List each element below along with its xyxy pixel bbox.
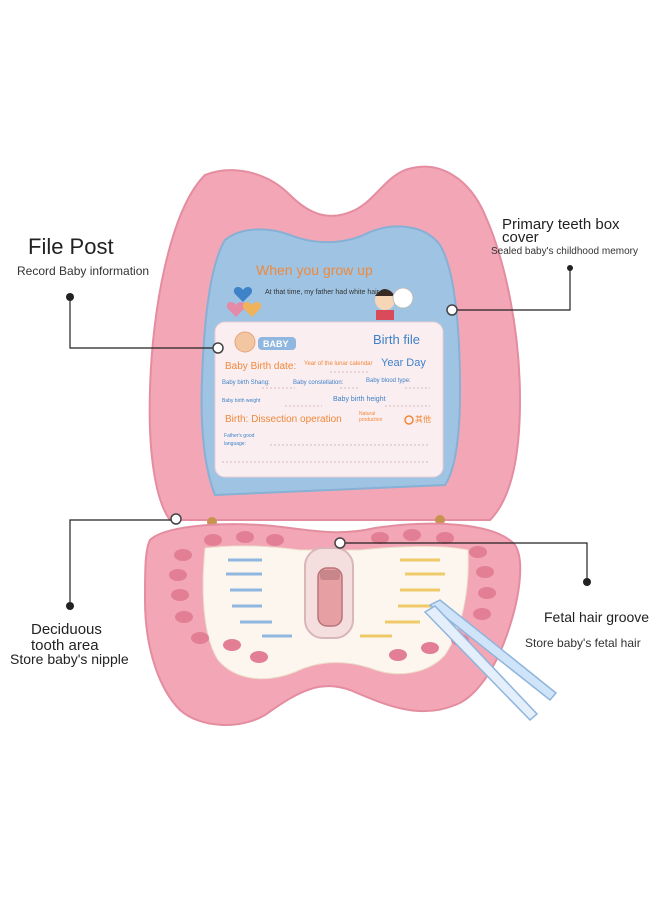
deciduous-subtitle: Store baby's nipple: [10, 651, 129, 667]
birth-file-title: Birth file: [373, 332, 420, 347]
father-words-line1: Father's good: [224, 433, 255, 439]
radio-other-icon: [404, 415, 414, 425]
tooth-holes-left: [169, 531, 284, 663]
sheng-label: Baby birth Shang:: [222, 380, 270, 386]
callout-anchor-rings: [170, 304, 458, 549]
file-post-subtitle: Record Baby information: [17, 264, 150, 278]
heart-icons: [226, 287, 262, 317]
birth-date-label: Baby Birth date:: [225, 361, 297, 372]
hair-vial: [317, 567, 343, 627]
other-label: 其他: [415, 415, 431, 424]
card-fill-lines: [222, 371, 430, 463]
card-heading: When you grow up: [256, 262, 373, 278]
card-subline: At that time, my father had white hair: [265, 289, 379, 296]
height-label: Baby birth height: [333, 396, 386, 403]
baby-tag: BABY: [263, 339, 289, 349]
fetal-hair-subtitle: Store baby's fetal hair: [525, 636, 641, 650]
father-words-line2: language:: [224, 441, 246, 447]
hinge-right: [435, 515, 445, 525]
panel-lines-left: [226, 558, 292, 638]
cartoon-kids-icon: [375, 287, 414, 320]
cover-subtitle: Sealed baby's childhood memory: [491, 246, 638, 257]
baby-badge-icon: [234, 331, 296, 353]
natural-label: Natural production: [359, 411, 383, 423]
deciduous-title-line1: Deciduous: [31, 621, 102, 638]
lunar-label: Year of the lunar calendar: [304, 361, 373, 367]
callout-lines: [69, 268, 588, 605]
birth-file-card: [214, 321, 444, 478]
year-day-label: Year Day: [381, 357, 426, 369]
tweezers: [423, 599, 558, 722]
deciduous-title-line2: tooth area: [31, 637, 99, 654]
cover-title-line1: Primary teeth box: [502, 216, 620, 233]
blood-label: Baby blood type:: [366, 378, 411, 384]
file-post-title: File Post: [28, 234, 114, 259]
cover-title-line2: cover: [502, 229, 539, 246]
dissection-label: Birth: Dissection operation: [225, 414, 342, 425]
weight-label: Baby birth weight: [222, 398, 261, 404]
fetal-hair-title: Fetal hair groove: [544, 609, 650, 625]
callout-dots: [66, 265, 591, 610]
constellation-label: Baby constellation:: [293, 380, 344, 386]
